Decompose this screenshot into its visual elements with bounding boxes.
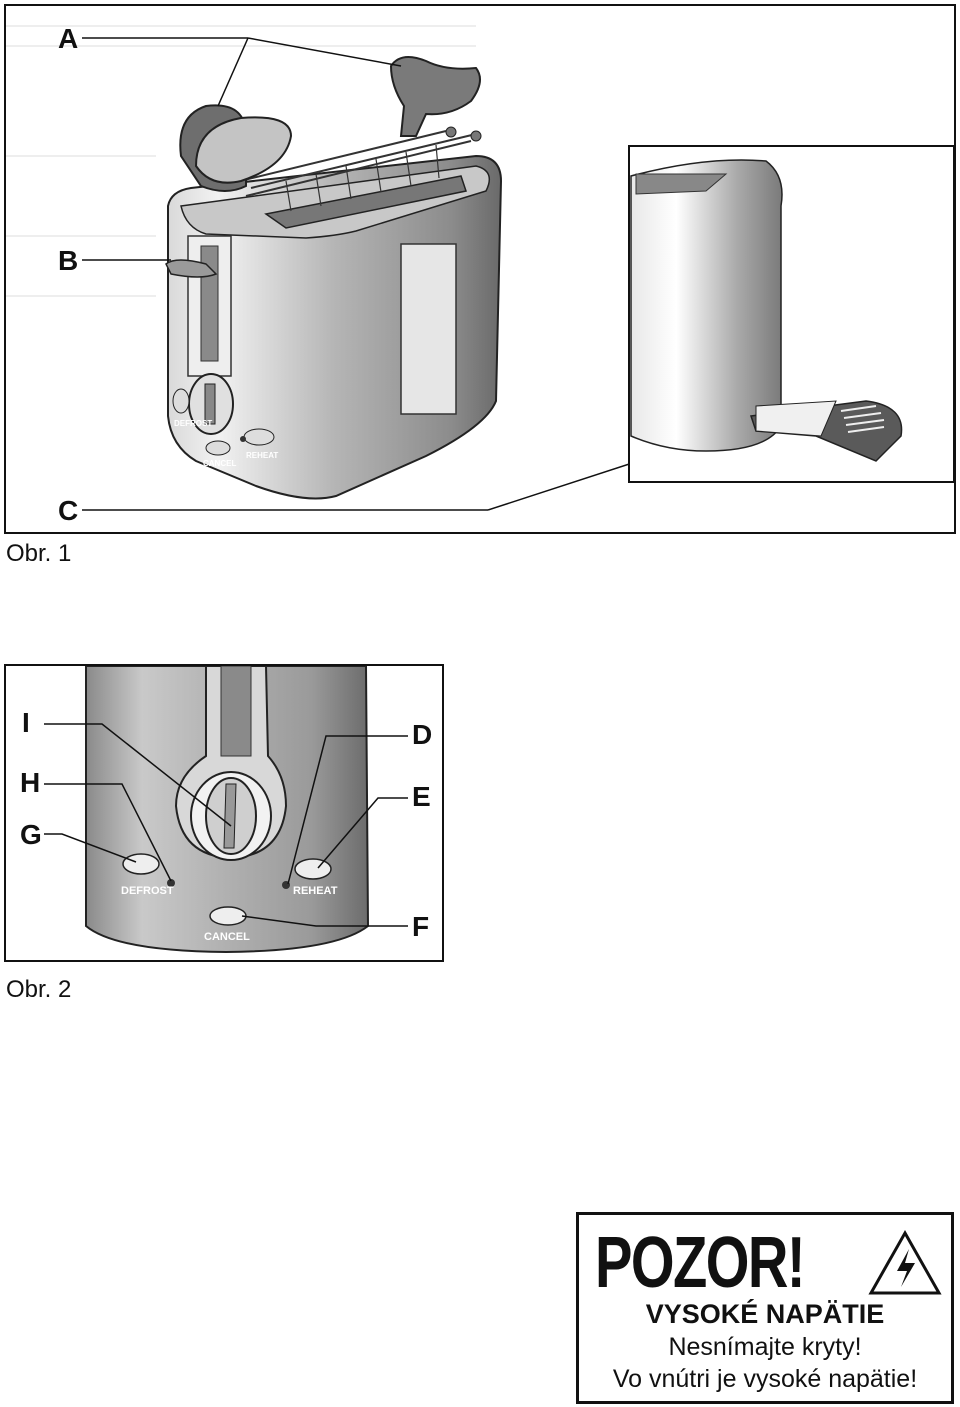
defrost-label: DEFROST bbox=[121, 885, 174, 897]
reheat-button bbox=[294, 858, 332, 880]
warning-line-3: Vo vnútri je vysoké napätie! bbox=[612, 1365, 918, 1393]
label-h: H bbox=[20, 767, 40, 798]
label-d: D bbox=[412, 719, 432, 750]
crumb-tray-inset bbox=[628, 145, 954, 483]
defrost-label: DEFROST bbox=[174, 419, 212, 428]
reheat-label: REHEAT bbox=[293, 885, 338, 897]
warning-box: POZOR! VYSOKÉ NAPÄTIE Nesnímajte kryty! … bbox=[576, 1212, 954, 1404]
figure-1-caption: Obr. 1 bbox=[6, 540, 72, 567]
cancel-button bbox=[209, 906, 247, 926]
cancel-label: CANCEL bbox=[204, 931, 250, 943]
warning-line-2: Nesnímajte kryty! bbox=[668, 1333, 862, 1361]
defrost-indicator bbox=[167, 879, 175, 887]
defrost-button bbox=[122, 853, 160, 875]
label-c: C bbox=[58, 495, 78, 526]
rack-paddle-right bbox=[389, 56, 481, 137]
bun-warmer-rack bbox=[235, 130, 477, 212]
label-i: I bbox=[22, 707, 30, 738]
reheat-label: REHEAT bbox=[246, 451, 278, 460]
lever bbox=[165, 259, 218, 278]
figure-1: DEFROST CANCEL REHEAT bbox=[4, 4, 956, 534]
figure-2: DEFROST REHEAT CANCEL I H G D E F bbox=[4, 664, 444, 962]
label-b: B bbox=[58, 245, 78, 276]
label-e: E bbox=[412, 781, 431, 812]
high-voltage-icon bbox=[868, 1229, 942, 1295]
figure-2-caption: Obr. 2 bbox=[6, 976, 72, 1003]
label-f: F bbox=[412, 911, 429, 942]
warning-line-1: VYSOKÉ NAPÄTIE bbox=[645, 1299, 885, 1329]
cancel-label: CANCEL bbox=[203, 459, 236, 468]
control-panel-illustration: DEFROST REHEAT CANCEL I H G D E F bbox=[20, 666, 432, 954]
toaster-illustration: DEFROST CANCEL REHEAT bbox=[6, 23, 954, 526]
label-g: G bbox=[20, 819, 42, 850]
warning-title: POZOR! bbox=[595, 1223, 806, 1303]
label-a: A bbox=[58, 23, 78, 54]
